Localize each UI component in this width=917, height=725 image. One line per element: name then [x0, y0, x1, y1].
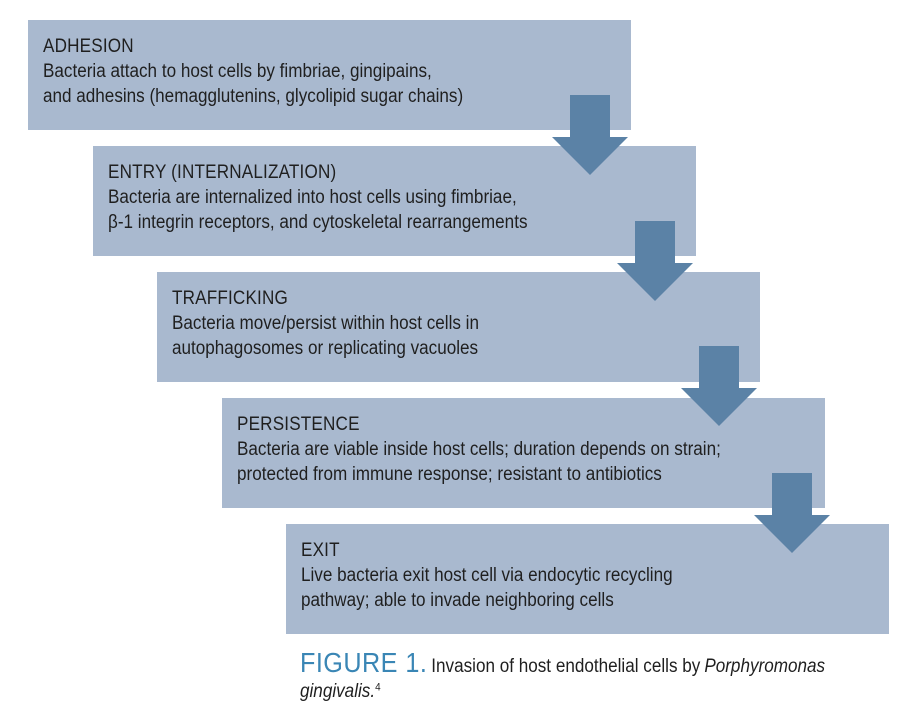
- step-title: TRAFFICKING: [172, 288, 288, 309]
- down-arrow-icon: [617, 221, 693, 301]
- step-desc-line: autophagosomes or replicating vacuoles: [172, 338, 479, 359]
- step-title: ENTRY (INTERNALIZATION): [108, 162, 337, 183]
- caption-line: FIGURE 1. Invasion of host endothelial c…: [300, 647, 840, 679]
- step-adhesion: ADHESION Bacteria attach to host cells b…: [28, 20, 631, 130]
- step-desc-line: Bacteria are internalized into host cell…: [108, 187, 517, 208]
- step-desc-line: and adhesins (hemagglutenins, glycolipid…: [43, 86, 464, 107]
- reference-number: 4: [375, 681, 381, 694]
- step-desc-line: Bacteria attach to host cells by fimbria…: [43, 61, 432, 82]
- step-title: EXIT: [301, 540, 340, 561]
- step-desc-line: protected from immune response; resistan…: [237, 464, 662, 485]
- caption-text: Invasion of host endothelial cells by: [431, 656, 701, 677]
- figure-caption: FIGURE 1. Invasion of host endothelial c…: [300, 647, 900, 703]
- step-description: Bacteria are internalized into host cell…: [108, 185, 637, 235]
- species-name: gingivalis.: [300, 681, 376, 702]
- step-description: Bacteria attach to host cells by fimbria…: [43, 59, 572, 109]
- figure-label: FIGURE 1.: [300, 647, 428, 678]
- step-desc-line: pathway; able to invade neighboring cell…: [301, 590, 614, 611]
- step-desc-line: β-1 integrin receptors, and cytoskeletal…: [108, 212, 528, 233]
- step-description: Live bacteria exit host cell via endocyt…: [301, 563, 830, 613]
- step-title: ADHESION: [43, 36, 134, 57]
- species-name: Porphyromonas: [704, 656, 826, 677]
- down-arrow-icon: [552, 95, 628, 175]
- step-desc-line: Live bacteria exit host cell via endocyt…: [301, 565, 673, 586]
- down-arrow-icon: [754, 473, 830, 553]
- step-description: Bacteria are viable inside host cells; d…: [237, 437, 766, 487]
- down-arrow-icon: [681, 346, 757, 426]
- step-desc-line: Bacteria are viable inside host cells; d…: [237, 439, 721, 460]
- step-title: PERSISTENCE: [237, 414, 360, 435]
- caption-line: gingivalis.4: [300, 681, 840, 703]
- step-description: Bacteria move/persist within host cells …: [172, 311, 701, 361]
- step-desc-line: Bacteria move/persist within host cells …: [172, 313, 479, 334]
- step-exit: EXIT Live bacteria exit host cell via en…: [286, 524, 889, 634]
